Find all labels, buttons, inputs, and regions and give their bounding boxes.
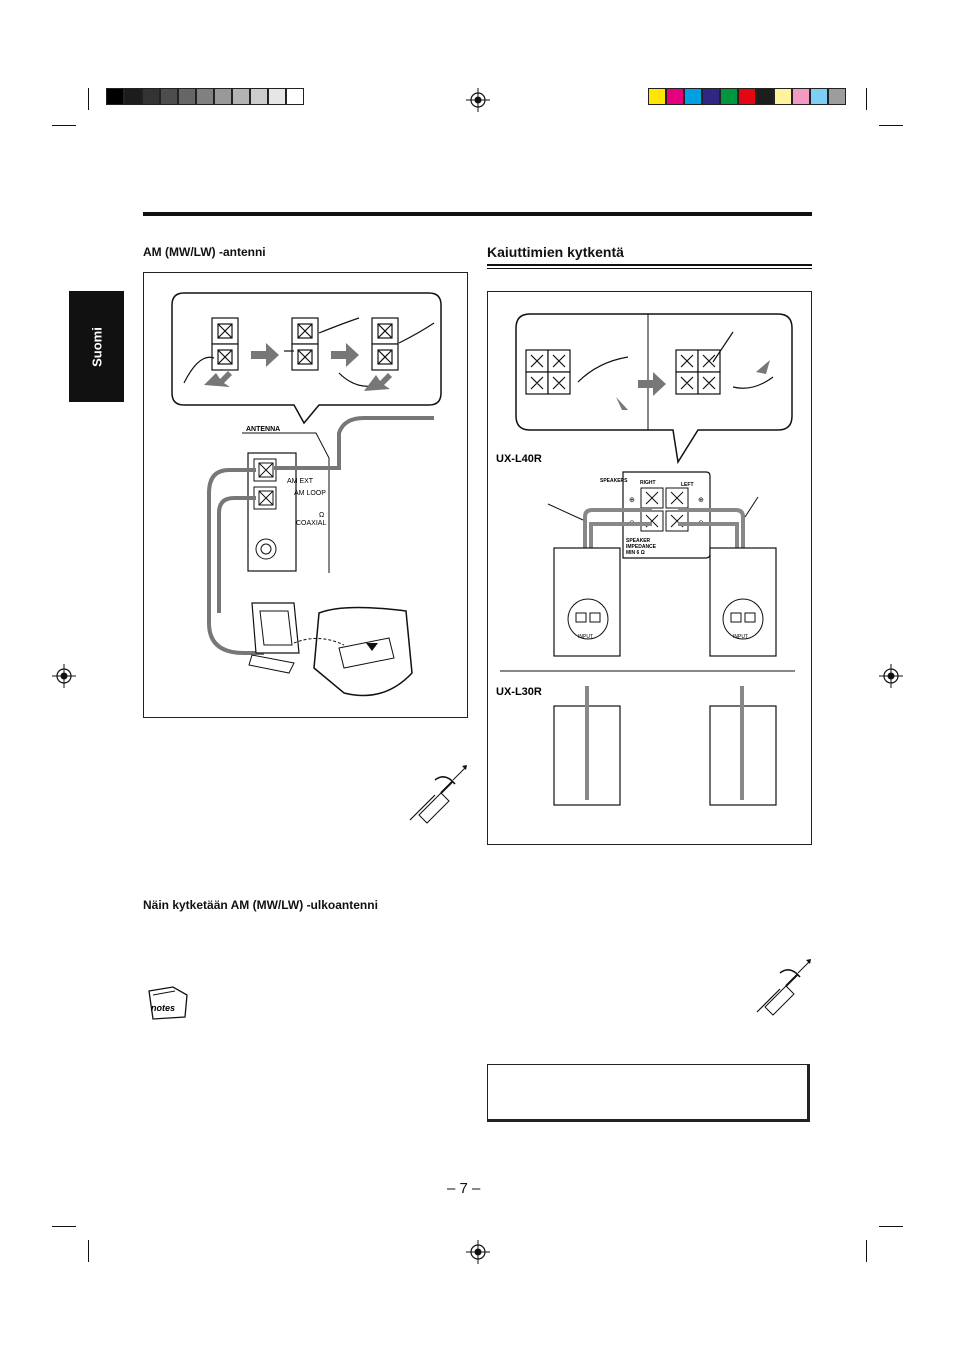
am-ext-label: AM EXT [287, 478, 314, 485]
speaker-figure: UX-L40R SPEAKERS RIGHT LEFT ⊕⊖ ⊕⊖ SPEAKE… [487, 291, 812, 845]
wire-twist-icon [409, 765, 467, 824]
crop-mark [88, 1240, 89, 1262]
color-swatch [106, 88, 124, 105]
ohm-label: Ω [319, 512, 324, 519]
registration-mark-icon [52, 664, 76, 688]
color-swatch [720, 88, 738, 105]
color-swatch [774, 88, 792, 105]
wire-twist-icon [756, 959, 811, 1016]
top-rule [143, 212, 812, 216]
svg-text:⊕: ⊕ [698, 497, 704, 504]
input-label-right: INPUT [733, 634, 748, 640]
color-swatch [178, 88, 196, 105]
am-antenna-heading: AM (MW/LW) -antenni [143, 245, 266, 259]
color-swatch [250, 88, 268, 105]
crop-mark [52, 125, 76, 126]
language-tab[interactable]: Suomi [69, 291, 124, 402]
color-swatch [810, 88, 828, 105]
am-loop-label: AM LOOP [294, 490, 326, 497]
external-antenna-heading: Näin kytketään AM (MW/LW) -ulkoantenni [143, 898, 378, 912]
crop-mark [88, 88, 89, 110]
color-swatch [738, 88, 756, 105]
notes-word: notes [151, 1003, 175, 1013]
heading-rule [487, 264, 812, 266]
right-channel-label: RIGHT [640, 480, 656, 486]
speaker-connection-heading: Kaiuttimien kytkentä [487, 244, 624, 260]
color-swatch [214, 88, 232, 105]
color-swatch [666, 88, 684, 105]
language-tab-label: Suomi [89, 326, 104, 367]
notes-icon: notes [148, 986, 188, 1020]
antenna-label: ANTENNA [246, 426, 280, 433]
color-swatch [286, 88, 304, 105]
impedance-line-2: IMPEDANCE [626, 544, 657, 550]
model-ux-l40r: UX-L40R [496, 453, 542, 465]
color-swatch [196, 88, 214, 105]
coaxial-label: COAXIAL [296, 520, 326, 527]
info-box [487, 1064, 810, 1122]
impedance-line-3: MIN 6 Ω [626, 550, 645, 556]
am-antenna-figure: ANTENNA AM EXT AM LOOP COAXIAL Ω [143, 272, 468, 718]
registration-mark-icon [466, 1240, 490, 1264]
impedance-line-1: SPEAKER [626, 538, 651, 544]
left-channel-label: LEFT [681, 482, 694, 488]
heading-rule-thin [487, 268, 812, 269]
speakers-label: SPEAKERS [600, 478, 628, 484]
crop-mark [879, 125, 903, 126]
registration-mark-icon [879, 664, 903, 688]
svg-text:⊕: ⊕ [629, 497, 635, 504]
crop-mark [52, 1226, 76, 1227]
page-number: – 7 – [447, 1180, 481, 1197]
color-swatch [124, 88, 142, 105]
color-swatch [702, 88, 720, 105]
terminal-step-1 [183, 317, 239, 384]
color-swatch [160, 88, 178, 105]
color-swatch [268, 88, 286, 105]
crop-mark [879, 1226, 903, 1227]
color-swatch [142, 88, 160, 105]
color-swatch [828, 88, 846, 105]
color-swatch [756, 88, 774, 105]
color-swatch [648, 88, 666, 105]
color-swatch [232, 88, 250, 105]
registration-mark-icon [466, 88, 490, 112]
input-label-left: INPUT [578, 634, 593, 640]
color-swatch [684, 88, 702, 105]
crop-mark [866, 88, 867, 110]
crop-mark [866, 1240, 867, 1262]
model-ux-l30r: UX-L30R [496, 686, 542, 698]
color-swatch [792, 88, 810, 105]
